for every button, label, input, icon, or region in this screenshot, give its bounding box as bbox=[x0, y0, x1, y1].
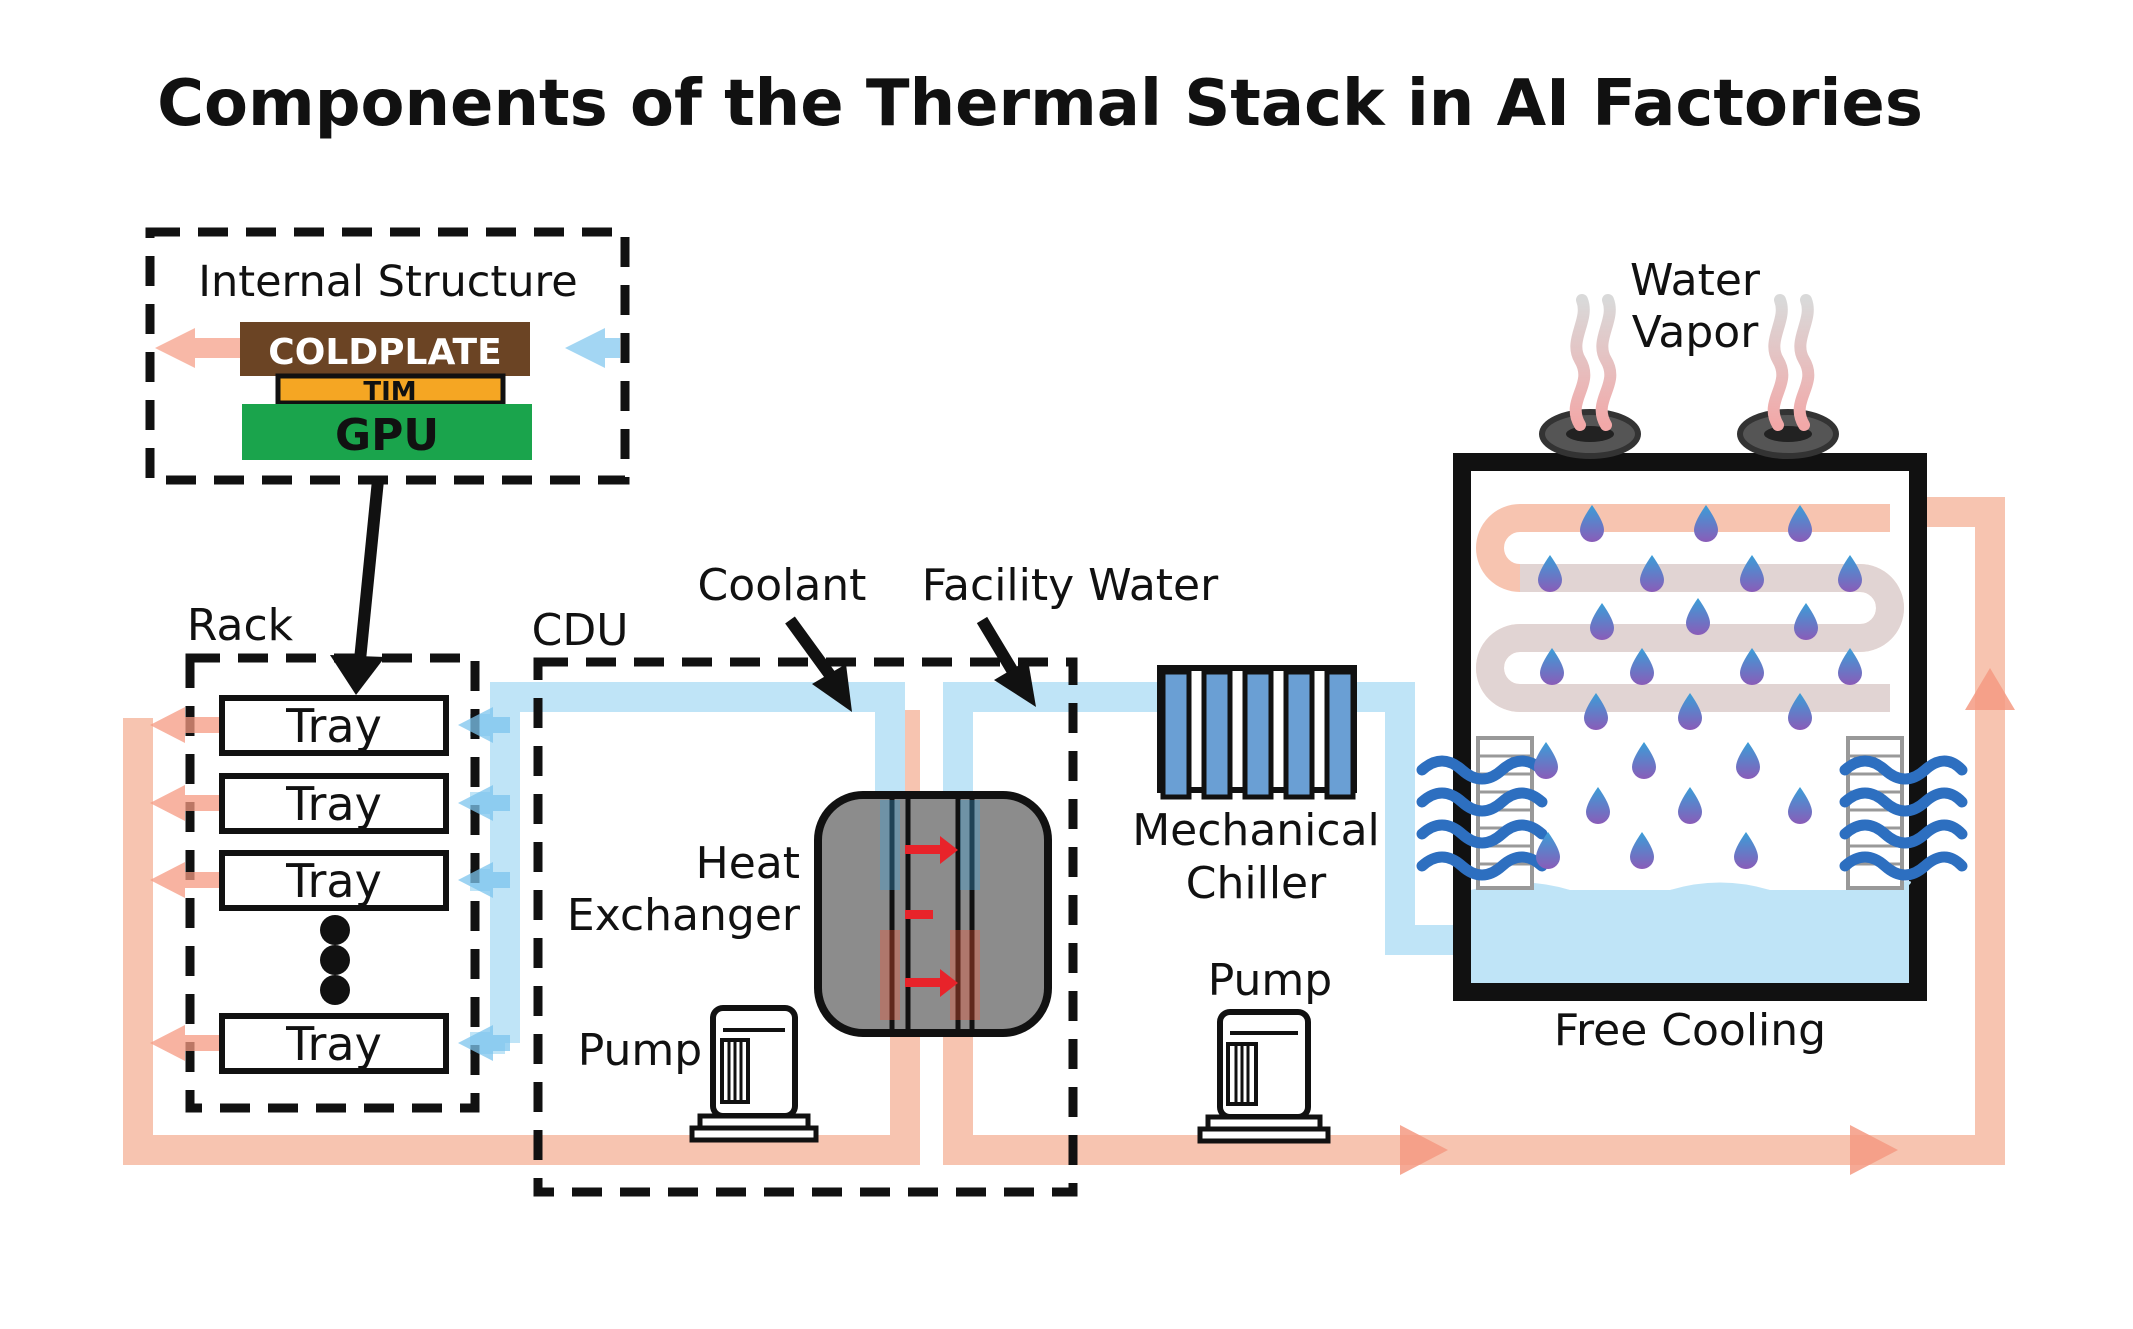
cold-inlet-arrow bbox=[458, 707, 510, 743]
tray-row: Tray bbox=[150, 850, 510, 911]
hot-flow-arrow bbox=[1850, 1125, 1898, 1175]
air-intake-waves-left bbox=[1416, 755, 1548, 881]
coldplate-flow-in-arrow bbox=[565, 328, 620, 368]
cdu-pump-label: Pump bbox=[578, 1025, 702, 1076]
coolant-label: Coolant bbox=[698, 560, 867, 611]
coldplate bbox=[240, 322, 530, 376]
coolant-pointer: Coolant bbox=[698, 560, 867, 712]
cdu: CDU Heat Exchanger Pump bbox=[532, 605, 1078, 1197]
chiller-label: Chiller bbox=[1186, 858, 1327, 909]
facility-water-label: Facility Water bbox=[922, 560, 1219, 611]
rack: Rack Tray Tray Tray Tray bbox=[150, 600, 510, 1113]
cold-inlet-arrow bbox=[458, 785, 510, 821]
water-surface bbox=[1471, 881, 1911, 900]
heat-exchanger bbox=[814, 791, 1052, 1037]
heat-flow-arrow bbox=[905, 910, 933, 919]
coldplate-label: COLDPLATE bbox=[268, 332, 501, 373]
heat-exchanger-label: Heat bbox=[696, 838, 800, 889]
diagram-title: Components of the Thermal Stack in AI Fa… bbox=[157, 67, 1923, 141]
tray-label: Tray bbox=[285, 777, 382, 831]
hot-flow-arrow bbox=[1400, 1125, 1448, 1175]
water-basin bbox=[1471, 890, 1909, 983]
tray-row: Tray bbox=[150, 695, 510, 756]
tray-row: Tray bbox=[150, 1013, 510, 1074]
water-vapor-label: Water bbox=[1630, 255, 1761, 306]
water-droplets bbox=[1534, 505, 1862, 869]
heat-flow-arrow bbox=[905, 969, 958, 997]
coldplate-flow-out-arrow bbox=[155, 328, 245, 368]
pump-icon bbox=[689, 1005, 819, 1143]
hot-flow-arrow bbox=[1965, 668, 2015, 710]
internal-structure-label: Internal Structure bbox=[198, 257, 577, 307]
cdu-label: CDU bbox=[532, 605, 629, 656]
hot-outlet-arrow bbox=[150, 862, 222, 898]
cooling-tower: Water Vapor Free Cooling bbox=[1416, 255, 1968, 1056]
ellipsis-dots bbox=[320, 915, 350, 1005]
cold-inlet-arrow bbox=[458, 1025, 510, 1061]
hot-outlet-arrow bbox=[150, 1025, 222, 1061]
free-cooling-label: Free Cooling bbox=[1554, 1005, 1826, 1056]
rack-label: Rack bbox=[187, 600, 294, 651]
tray-label: Tray bbox=[285, 1017, 382, 1071]
gpu-label: GPU bbox=[335, 410, 439, 461]
vent-fans bbox=[1539, 409, 1839, 459]
internal-structure: Internal Structure COLDPLATE TIM GPU bbox=[145, 227, 630, 485]
facility-pump-label: Pump bbox=[1208, 955, 1332, 1006]
steam-icon bbox=[1569, 294, 1815, 431]
hot-outlet-arrow bbox=[150, 785, 222, 821]
facility-water-pointer: Facility Water bbox=[922, 560, 1219, 707]
cold-inlet-arrow bbox=[458, 862, 510, 898]
tray-row: Tray bbox=[150, 773, 510, 834]
tray-label: Tray bbox=[285, 854, 382, 908]
chiller-label: Mechanical bbox=[1132, 805, 1380, 856]
mechanical-chiller: Mechanical Chiller bbox=[1132, 665, 1380, 909]
tim-layer bbox=[275, 373, 506, 406]
pump-icon bbox=[1197, 1009, 1331, 1144]
heat-exchanger-label: Exchanger bbox=[567, 890, 801, 941]
tray-label: Tray bbox=[285, 699, 382, 753]
tim-label: TIM bbox=[363, 377, 416, 407]
gpu bbox=[242, 404, 532, 460]
heat-flow-arrow bbox=[905, 836, 958, 864]
air-intake-waves-right bbox=[1839, 755, 1968, 881]
zoom-arrow bbox=[330, 479, 385, 695]
hot-outlet-arrow bbox=[150, 707, 222, 743]
water-vapor-label: Vapor bbox=[1632, 307, 1759, 358]
cold-loop-facility bbox=[943, 682, 1460, 955]
